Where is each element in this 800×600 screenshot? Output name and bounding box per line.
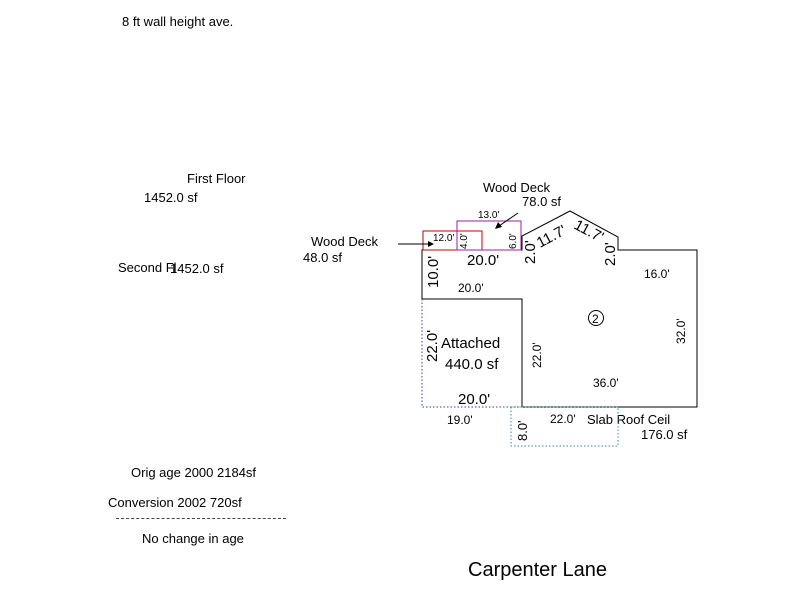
- inner-left-dim: 22.0': [530, 342, 544, 368]
- slab-depth-dim: 8.0': [515, 420, 530, 441]
- slab-area: 176.0 sf: [641, 427, 688, 442]
- slab-label: Slab Roof Ceil: [587, 412, 671, 427]
- top-width-dim: 20.0': [467, 252, 499, 269]
- bay-diag-left-dim: 11.7': [534, 222, 569, 252]
- right-wall-dim: 32.0': [674, 318, 688, 344]
- left-deck-arrowhead: [428, 241, 434, 247]
- no-change-note: No change in age: [142, 531, 244, 546]
- right-deck-leader: [498, 212, 519, 227]
- left-deck-label: Wood Deck: [311, 234, 378, 249]
- slab-outline: [510, 406, 619, 447]
- left-deck-outline: [422, 230, 483, 251]
- left-deck-width: 12.0': [433, 233, 454, 244]
- first-floor-area: 1452.0 sf: [144, 190, 198, 205]
- garage-side-dim: 22.0': [424, 330, 441, 362]
- bottom-dim: 36.0': [593, 376, 619, 390]
- garage-label: Attached: [441, 335, 500, 352]
- garage-dotted-outline: [421, 299, 522, 408]
- orig-age-note: Orig age 2000 2184sf: [131, 465, 257, 480]
- second-floor-area: 1452.0 sf: [170, 261, 224, 276]
- right-deck-area: 78.0 sf: [522, 194, 562, 209]
- second-floor-label: Second Fl: [118, 260, 177, 275]
- garage-area: 440.0 sf: [445, 356, 499, 373]
- bay-diag-right-dim: 11.7': [571, 217, 606, 247]
- right-deck-depth: 6.0': [508, 233, 519, 249]
- marker-circle: [588, 310, 604, 326]
- conversion-note: Conversion 2002 720sf: [108, 495, 242, 510]
- left-deck-area: 48.0 sf: [303, 250, 343, 265]
- right-deck-label: Wood Deck: [483, 180, 550, 195]
- right-deck-width: 13.0': [478, 210, 499, 221]
- wall-height-note: 8 ft wall height ave.: [122, 14, 234, 29]
- left-wall-dim: 10.0': [425, 256, 442, 288]
- first-floor-label: First Floor: [187, 171, 246, 186]
- inner-top-dim: 20.0': [458, 281, 484, 295]
- right-deck-arrowhead: [495, 222, 502, 229]
- left-deck-depth: 4.0': [459, 233, 470, 249]
- bay-right-dim: 2.0': [602, 242, 619, 266]
- marker-number: 2: [592, 312, 599, 326]
- right-deck-outline: [456, 220, 522, 251]
- right-top-dim: 16.0': [644, 267, 670, 281]
- garage-bottom-inside-dim: 20.0': [458, 391, 490, 408]
- street-name: Carpenter Lane: [468, 559, 607, 581]
- separator-line: [116, 518, 286, 519]
- slab-width-dim: 22.0': [550, 412, 576, 426]
- bay-left-dim: 2.0': [522, 240, 539, 264]
- garage-bottom-outside-dim: 19.0': [447, 413, 473, 427]
